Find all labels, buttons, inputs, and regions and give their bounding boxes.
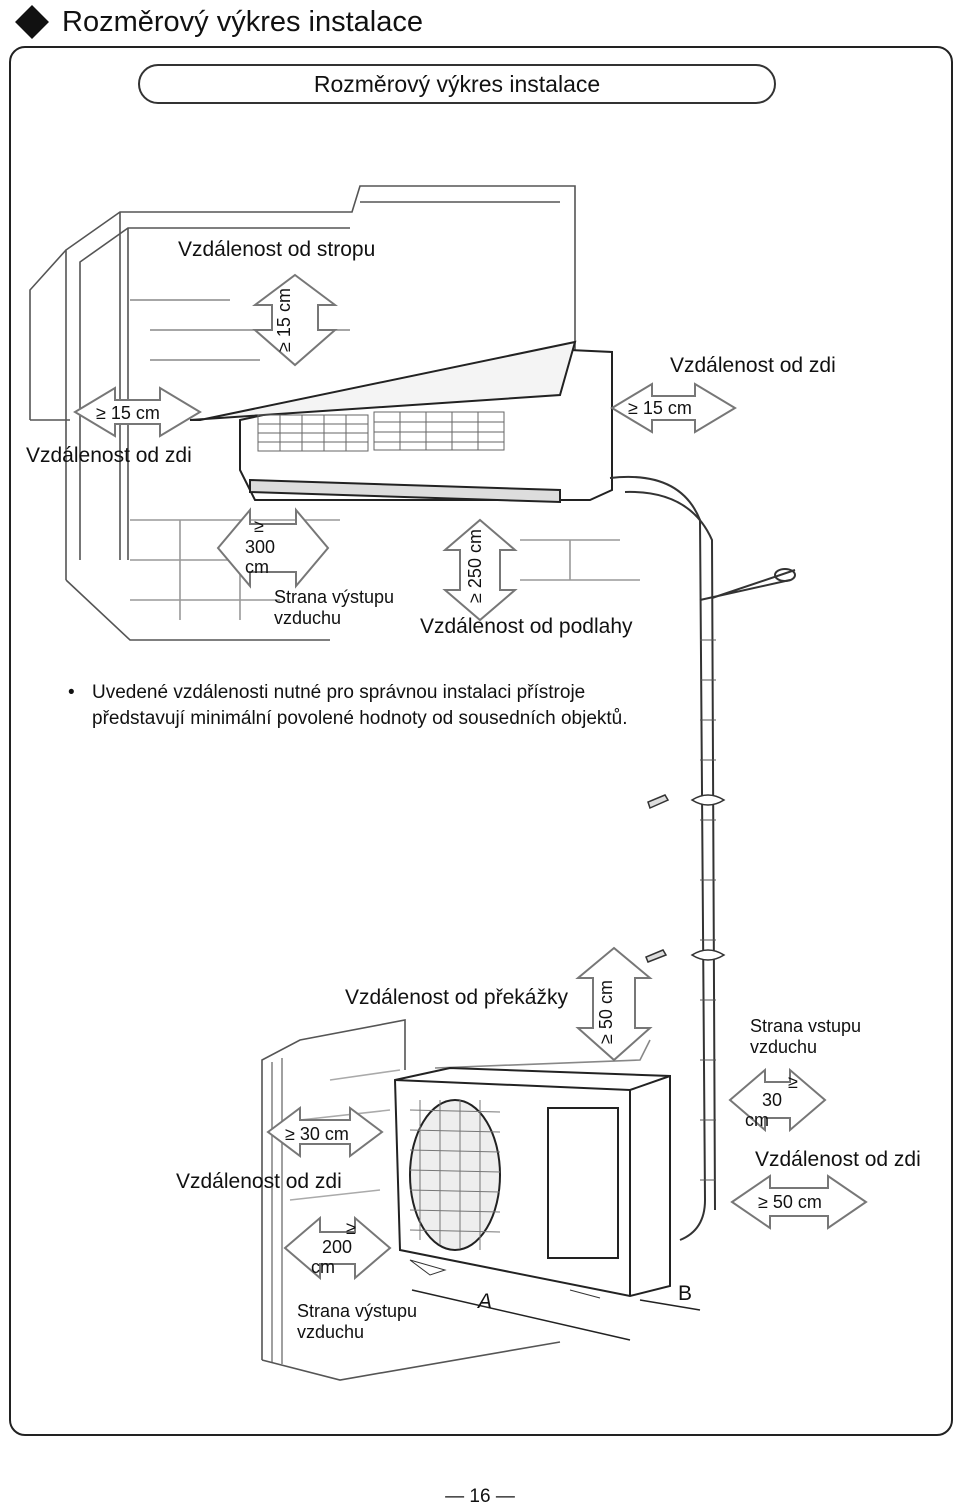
panel-title: Rozměrový výkres instalace (138, 64, 776, 104)
indoor-ceiling-value: ≥ 15 cm (273, 288, 294, 352)
note-text: Uvedené vzdálenosti nutné pro správnou i… (92, 682, 628, 729)
indoor-right-wall-value: ≥ 15 cm (628, 398, 692, 418)
diagram-frame (9, 46, 953, 1436)
dimension-b: B (678, 1282, 693, 1305)
indoor-right-wall-label: Vzdálenost od zdi (670, 354, 836, 377)
outdoor-outlet-label-2: vzduchu (297, 1322, 365, 1342)
outdoor-front-sym: ≥ (346, 1218, 356, 1238)
indoor-outlet-label-2: vzduchu (274, 608, 342, 628)
outdoor-right-wall-label: Vzdálenost od zdi (755, 1148, 921, 1171)
outdoor-inlet-label-1: Strana vstupu (750, 1016, 862, 1036)
outdoor-outlet-label-1: Strana výstupu (297, 1301, 418, 1321)
outdoor-unit (393, 1066, 671, 1298)
indoor-ceiling-label: Vzdálenost od stropu (178, 238, 376, 261)
outdoor-front-unit: cm (311, 1257, 335, 1277)
indoor-left-wall-label: Vzdálenost od zdi (26, 444, 192, 467)
indoor-left-wall-value: ≥ 15 cm (96, 403, 160, 423)
note-paragraph: • Uvedené vzdálenosti nutné pro správnou… (68, 680, 628, 732)
outdoor-right-wall-value: ≥ 50 cm (758, 1192, 822, 1212)
page-header: Rozměrový výkres instalace (12, 2, 423, 42)
note-bullet: • (68, 682, 75, 703)
outdoor-left-wall-label: Vzdálenost od zdi (176, 1170, 342, 1193)
page-number-value: 16 (469, 1486, 491, 1507)
outdoor-front-num: 200 (322, 1237, 353, 1257)
outdoor-left-wall-value: ≥ 30 cm (285, 1124, 349, 1144)
indoor-front-num: 300 (245, 537, 276, 557)
clearance-arrows (73, 273, 868, 1281)
page-number-dash-right: — (490, 1486, 515, 1507)
wall-clip (645, 794, 726, 963)
outdoor-inlet-sym: ≥ (788, 1072, 798, 1092)
outdoor-obstacle-value: ≥ 50 cm (595, 980, 616, 1044)
indoor-floor-value: ≥ 250 cm (464, 529, 485, 603)
indoor-front-unit: cm (245, 557, 269, 577)
indoor-front-sym: ≥ (254, 516, 264, 536)
outdoor-inlet-num: 30 (762, 1090, 783, 1110)
pipe (609, 476, 796, 1241)
outdoor-inlet-label-2: vzduchu (750, 1037, 818, 1057)
indoor-floor-label: Vzdálenost od podlahy (420, 615, 633, 638)
page-number-dash-left: — (445, 1486, 470, 1507)
indoor-outlet-label-1: Strana výstupu (274, 587, 395, 607)
page-number: — 16 — (0, 1486, 960, 1508)
outdoor-inlet-unit: cm (745, 1110, 769, 1130)
dimension-a: A (478, 1290, 493, 1313)
outdoor-obstacle-label: Vzdálenost od překážky (345, 986, 568, 1009)
page-title: Rozměrový výkres instalace (62, 5, 423, 38)
